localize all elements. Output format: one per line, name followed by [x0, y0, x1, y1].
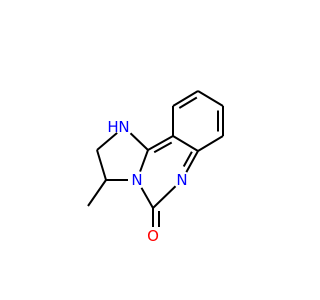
atom-label-o: O [147, 227, 159, 245]
atom-label-n: N [131, 171, 142, 189]
atom-n-a1: NH [107, 118, 129, 136]
atom-o-a12: O [147, 227, 159, 245]
atom-label-n: N [176, 171, 187, 189]
bond-a10-a9-second [182, 151, 193, 168]
hydrogen-label: H [107, 118, 118, 136]
bond-a8-a2 [147, 135, 174, 151]
bond-a1-a16 [96, 132, 118, 151]
atom-n-a13: N [131, 171, 142, 189]
bond-layer [87, 90, 224, 227]
atom-n-a10: N [176, 171, 187, 189]
bond-a8-a2-second [153, 141, 173, 154]
bond-a14-a15 [87, 179, 107, 207]
bond-a13-a2 [139, 149, 149, 172]
bond-a10-a9 [185, 150, 199, 173]
bond-a9-a8 [172, 135, 199, 152]
bond-a3-a4-second [178, 96, 198, 109]
atom-label-n: N [118, 118, 129, 136]
bond-a2-a1 [129, 132, 149, 151]
bond-a6-a9 [197, 135, 224, 152]
bond-a3-a4 [172, 90, 199, 107]
bond-a16-a14 [96, 149, 107, 181]
bond-a11-a10 [152, 185, 177, 209]
bond-a13-a11 [140, 187, 154, 209]
bond-a4-a5 [197, 90, 224, 107]
